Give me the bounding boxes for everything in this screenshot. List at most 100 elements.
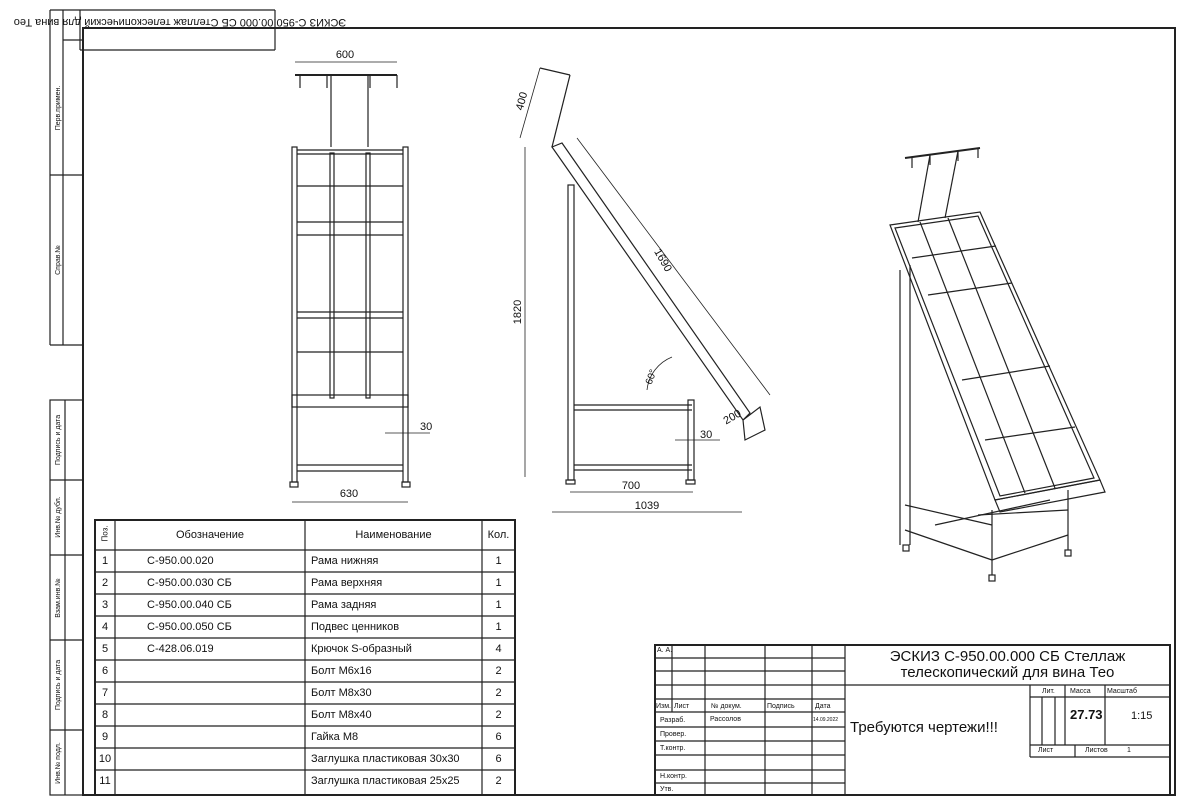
cell-pos: 4 (101, 621, 109, 633)
dim-front-base-width: 630 (340, 488, 358, 500)
cell-pos: 5 (101, 643, 109, 655)
col-list: Лист (674, 703, 690, 710)
table-row: 10 Заглушка пластиковая 30х30 6 (95, 748, 515, 770)
corner-label: А. А. (657, 647, 673, 654)
cell-name: Крючок S-образный (311, 643, 412, 655)
dim-side-shelf: 200 (722, 408, 744, 428)
dim-side-total: 1039 (635, 500, 659, 512)
dim-side-panel-length: 1690 (651, 247, 674, 274)
cell-name: Болт М6х16 (311, 665, 372, 677)
mass-value: 27.73 (1070, 707, 1103, 722)
cell-designation: С-950.00.020 (147, 555, 214, 567)
cell-qty: 1 (495, 599, 502, 611)
table-row: 1 С-950.00.020 Рама нижняя 1 (95, 550, 515, 572)
drawing-title: ЭСКИЗ С-950.00.000 СБ Стеллаж телескопич… (845, 649, 1170, 681)
cell-pos: 9 (101, 731, 109, 743)
inverted-title-box: ЭСКИЗ С-950.00.000 СБ Стеллаж телескопич… (14, 9, 347, 345)
role-label: Утв. (660, 786, 674, 793)
col-date: Дата (815, 703, 831, 710)
cell-qty: 2 (495, 775, 502, 787)
margin-label: Подпись и дата (55, 415, 62, 465)
cell-qty: 2 (495, 665, 502, 677)
dim-front-top-width: 600 (336, 49, 354, 61)
table-header: Поз. Обозначение Наименование Кол. (95, 520, 515, 550)
col-sign: Подпись (767, 703, 795, 710)
dim-side-height: 1820 (512, 300, 524, 324)
table-row: 3 С-950.00.040 СБ Рама задняя 1 (95, 594, 515, 616)
cell-qty: 6 (495, 731, 502, 743)
table-row: 2 С-950.00.030 СБ Рама верхняя 1 (95, 572, 515, 594)
cell-pos: 3 (101, 599, 109, 611)
margin-label: Перв.примен. (55, 86, 62, 131)
cell-name: Заглушка пластиковая 25х25 (311, 775, 460, 787)
table-row: 6 Болт М6х16 2 (95, 660, 515, 682)
cell-qty: 1 (495, 621, 502, 633)
header-qty: Кол. (487, 529, 510, 541)
cell-pos: 6 (101, 665, 109, 677)
dim-side-base: 700 (622, 480, 640, 492)
table-row: 5 С-428.06.019 Крючок S-образный 4 (95, 638, 515, 660)
cell-qty: 6 (495, 753, 502, 765)
cell-name: Подвес ценников (311, 621, 400, 633)
header-designation: Обозначение (175, 529, 245, 541)
cell-pos: 2 (101, 577, 109, 589)
cell-name: Болт М8х30 (311, 687, 372, 699)
role-label: Провер. (660, 731, 687, 738)
front-view (289, 61, 430, 503)
table-row: 7 Болт М8х30 2 (95, 682, 515, 704)
scale-label: Масштаб (1107, 688, 1137, 695)
cell-designation: С-950.00.030 СБ (147, 577, 232, 589)
cell-designation: С-950.00.040 СБ (147, 599, 232, 611)
title-line-2: телескопический для вина Тео (900, 664, 1115, 681)
title-block: А. А. Изм. Лист № докум. Подпись Дата Ра… (655, 645, 1170, 795)
cell-name: Рама задняя (311, 599, 377, 611)
cell-name: Заглушка пластиковая 30х30 (311, 753, 460, 765)
cell-pos: 10 (98, 753, 112, 765)
cell-name: Рама нижняя (311, 555, 379, 567)
table-row: 4 С-950.00.050 СБ Подвес ценников 1 (95, 616, 515, 638)
cell-pos: 1 (101, 555, 109, 567)
cell-designation: С-428.06.019 (147, 643, 214, 655)
margin-strip: Перв.примен. Справ.№ Подпись и дата Инв.… (49, 39, 84, 796)
cell-qty: 1 (495, 555, 502, 567)
cell-pos: 7 (101, 687, 109, 699)
header-name: Наименование (355, 529, 432, 541)
col-doc: № докум. (711, 703, 742, 710)
note-text: Требуются чертежи!!! (850, 719, 998, 736)
dim-side-offset: 30 (700, 429, 712, 441)
cell-qty: 1 (495, 577, 502, 589)
cell-qty: 2 (495, 709, 502, 721)
inverted-title: ЭСКИЗ С-950.00.000 СБ Стеллаж телескопич… (14, 16, 347, 28)
isometric-view (889, 147, 1106, 582)
lit-label: Лит. (1042, 688, 1055, 695)
role-label: Разраб. (660, 717, 686, 724)
header-pos: Поз. (100, 525, 110, 542)
cell-qty: 4 (495, 643, 502, 655)
margin-label: Взам.инв.№ (55, 578, 62, 617)
col-izm: Изм. (656, 703, 671, 710)
cell-name: Рама верхняя (311, 577, 383, 589)
dim-side-angle: 60° (644, 368, 660, 386)
cell-pos: 8 (101, 709, 109, 721)
margin-label: Подпись и дата (55, 660, 62, 710)
cell-designation: С-950.00.050 СБ (147, 621, 232, 633)
margin-label: Справ.№ (55, 245, 62, 275)
side-view (519, 67, 771, 513)
sheet-label: Лист (1038, 747, 1054, 754)
role-label: Т.контр. (660, 745, 686, 752)
table-row: 11 Заглушка пластиковая 25х25 2 (95, 770, 515, 792)
title-line-1: ЭСКИЗ С-950.00.000 СБ Стеллаж (889, 648, 1126, 665)
parts-table-grid (94, 519, 516, 796)
cell-pos: 11 (99, 775, 111, 787)
date-value: 14.09.2022 (813, 717, 839, 723)
cell-qty: 2 (495, 687, 502, 699)
sheets-value: 1 (1127, 747, 1131, 754)
developer-name: Рассолов (710, 716, 741, 723)
title-block-grid (654, 644, 1171, 796)
dim-front-offset: 30 (420, 421, 432, 433)
mass-label: Масса (1070, 688, 1091, 695)
